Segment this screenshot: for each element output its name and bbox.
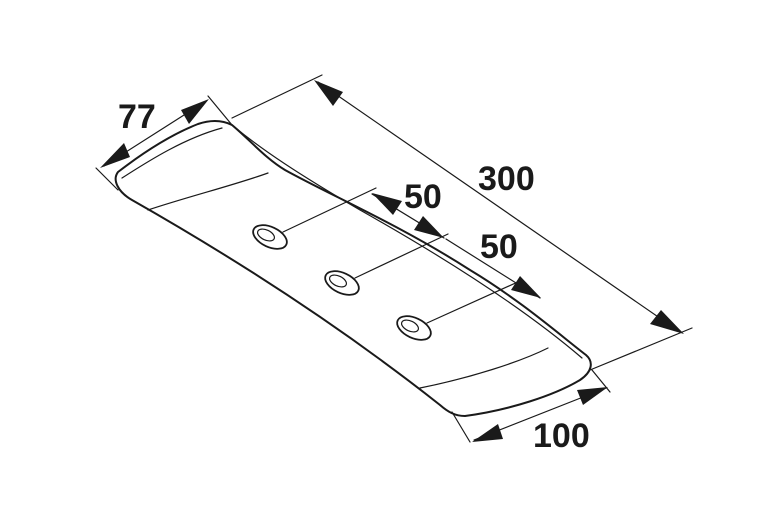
arrow-300-end — [650, 310, 684, 334]
dimension-100: 100 — [451, 369, 611, 455]
label-100: 100 — [533, 417, 590, 455]
dimension-50-second: 50 — [445, 228, 541, 299]
hole-3 — [396, 315, 432, 341]
label-300: 300 — [478, 160, 535, 198]
arrow-50a-start — [372, 193, 402, 215]
arrow-50b-end — [511, 276, 541, 298]
label-77: 77 — [118, 98, 156, 136]
hole-2 — [324, 270, 360, 296]
label-50-second: 50 — [480, 228, 518, 266]
blade-edge-inner — [231, 124, 583, 359]
arrow-100-start — [472, 424, 503, 442]
blade-bevel-bottom — [419, 347, 549, 389]
blade-rim-top — [121, 127, 223, 179]
arrow-77-end — [181, 99, 209, 124]
hole-leader-lines — [282, 187, 521, 324]
blade-bevel-top — [147, 172, 269, 211]
dimension-300: 300 — [231, 74, 693, 371]
dimension-50-first: 50 — [371, 178, 445, 239]
dimension-77: 77 — [95, 95, 233, 191]
arrow-100-end — [577, 387, 608, 405]
arrow-77-start — [100, 143, 130, 168]
hole-1 — [252, 224, 288, 250]
arrow-300-start — [314, 80, 343, 106]
arrow-50a-end — [414, 216, 444, 238]
label-50-first: 50 — [404, 178, 442, 216]
